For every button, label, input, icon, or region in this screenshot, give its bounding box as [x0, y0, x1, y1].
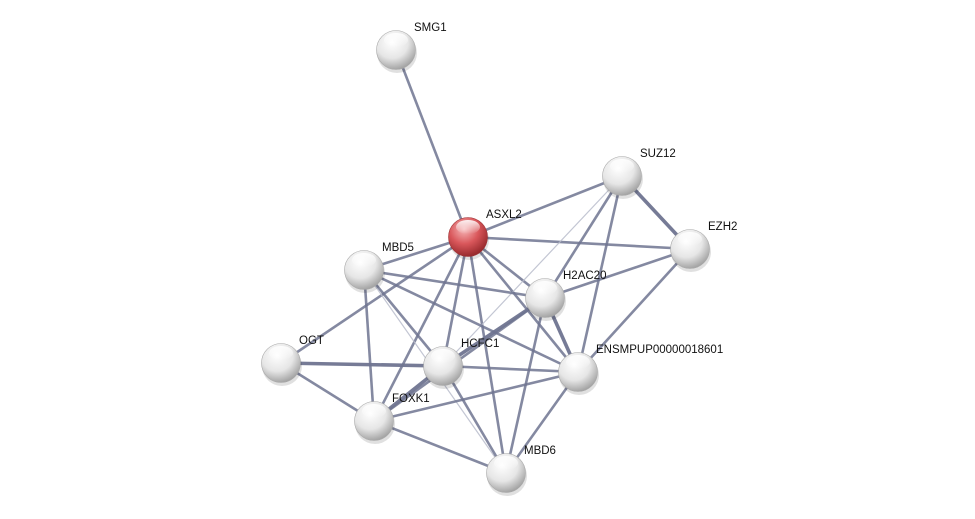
- edge-asxl2-foxk1[interactable]: [372, 236, 470, 422]
- node-highlight: [456, 220, 480, 234]
- edge-suz12-ensmpup00000018601[interactable]: [576, 175, 624, 373]
- edge-ensmpup00000018601-mbd6[interactable]: [504, 371, 580, 474]
- edge-asxl2-ogt[interactable]: [280, 235, 469, 365]
- edge-mbd5-hcfc1[interactable]: [362, 269, 445, 367]
- node-label: OGT: [299, 335, 324, 347]
- edge-layer: [280, 49, 692, 475]
- node-foxk1[interactable]: FOXK1: [354, 393, 430, 444]
- node-smg1[interactable]: SMG1: [376, 22, 447, 73]
- edge-ezh2-h2ac20[interactable]: [544, 247, 691, 300]
- edge-foxk1-ensmpup00000018601[interactable]: [373, 370, 579, 423]
- node-suz12[interactable]: SUZ12: [602, 148, 676, 199]
- edge-mbd5-ensmpup00000018601[interactable]: [363, 268, 579, 374]
- node-mbd6[interactable]: MBD6: [486, 445, 556, 496]
- edge-asxl2-ensmpup00000018601[interactable]: [466, 236, 580, 373]
- edge-mbd5-h2ac20[interactable]: [363, 268, 546, 300]
- node-label: HCFC1: [461, 338, 499, 350]
- edge-mbd5-foxk1[interactable]: [362, 269, 376, 422]
- edge-suz12-h2ac20[interactable]: [543, 175, 624, 299]
- edge-asxl2-mbd6[interactable]: [466, 236, 508, 474]
- node-asxl2[interactable]: ASXL2: [448, 209, 522, 260]
- node-label: FOXK1: [392, 393, 430, 405]
- node-highlight: [533, 281, 557, 295]
- node-label: EZH2: [708, 221, 737, 233]
- edge-asxl2-suz12[interactable]: [467, 174, 623, 239]
- node-highlight: [566, 355, 590, 369]
- edge-smg1-asxl2[interactable]: [394, 49, 470, 238]
- node-highlight: [269, 346, 293, 360]
- node-hcfc1[interactable]: HCFC1: [423, 338, 500, 389]
- edge-ezh2-ensmpup00000018601[interactable]: [577, 248, 691, 373]
- node-ensmpup00000018601[interactable]: ENSMPUP00000018601: [558, 344, 724, 395]
- node-highlight: [610, 159, 634, 173]
- node-ogt[interactable]: OGT: [261, 335, 324, 386]
- node-highlight: [362, 404, 386, 418]
- node-h2ac20[interactable]: H2AC20: [525, 270, 607, 321]
- node-label: ENSMPUP00000018601: [596, 344, 723, 356]
- edge-hcfc1-mbd6[interactable]: [441, 365, 508, 474]
- edge-asxl2-hcfc1[interactable]: [441, 236, 470, 367]
- node-label: SMG1: [414, 22, 447, 34]
- node-ezh2[interactable]: EZH2: [670, 221, 738, 272]
- edge-hcfc1-ensmpup00000018601[interactable]: [442, 364, 579, 374]
- node-label: ASXL2: [486, 209, 522, 221]
- edge-foxk1-mbd6[interactable]: [373, 419, 507, 475]
- node-highlight: [678, 232, 702, 246]
- edge-suz12-hcfc1[interactable]: [442, 175, 623, 367]
- node-highlight: [431, 349, 455, 363]
- node-label: MBD5: [382, 242, 414, 254]
- node-highlight: [384, 33, 408, 47]
- node-label: MBD6: [524, 445, 556, 457]
- node-label: H2AC20: [563, 270, 606, 282]
- node-mbd5[interactable]: MBD5: [344, 242, 414, 293]
- edge-ogt-hcfc1[interactable]: [280, 361, 444, 368]
- node-label: SUZ12: [640, 148, 676, 160]
- node-highlight: [494, 456, 518, 470]
- node-highlight: [352, 253, 376, 267]
